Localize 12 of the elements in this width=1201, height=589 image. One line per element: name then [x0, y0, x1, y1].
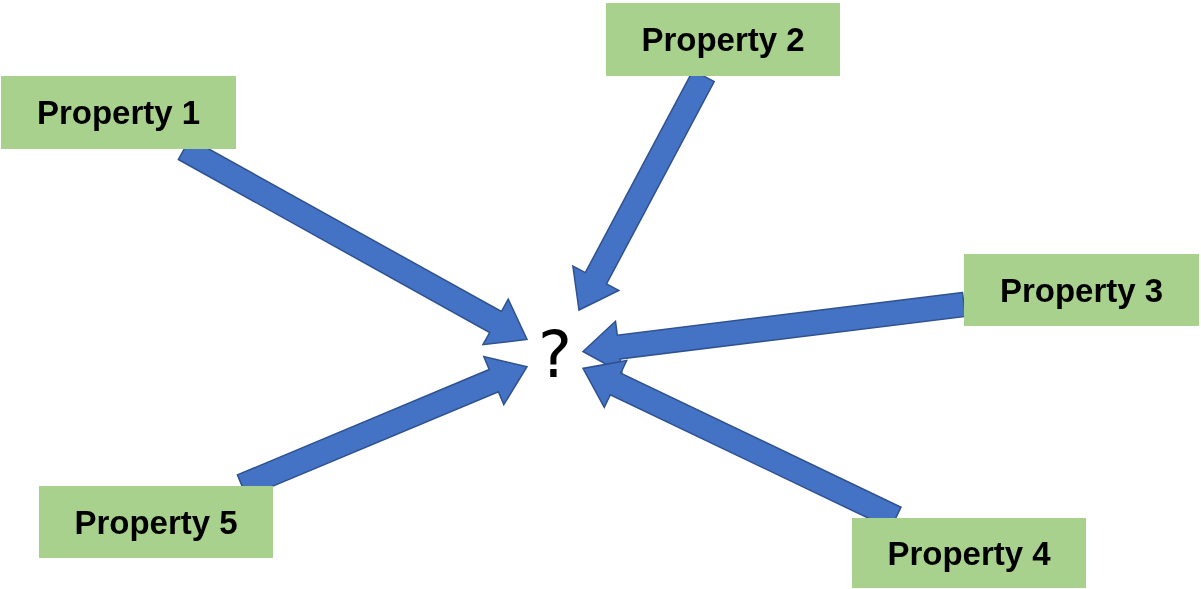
- label-box: [1, 76, 236, 149]
- label-box: [39, 486, 273, 558]
- box-label: Property 2: [641, 23, 805, 56]
- label-box: [852, 518, 1086, 588]
- block-arrow: [581, 291, 967, 375]
- label-box: [606, 3, 840, 76]
- box-label: Property 5: [74, 505, 238, 539]
- box-label: Property 1: [36, 96, 201, 129]
- box-label: Property 4: [887, 536, 1051, 570]
- box-label: Property 3: [999, 273, 1164, 307]
- label-box: [964, 254, 1199, 326]
- question-mark: ?: [538, 323, 572, 387]
